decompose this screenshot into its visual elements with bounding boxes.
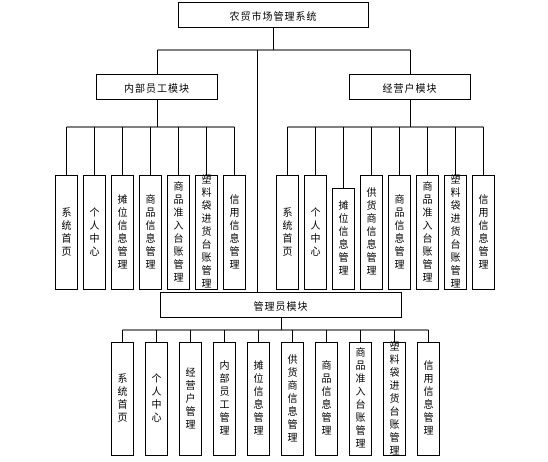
admin-item-6: 供货商信息管理 — [281, 342, 304, 456]
module-admin-node: 管理员模块 — [160, 292, 402, 318]
staff-item-4: 商品信息管理 — [139, 175, 162, 290]
merchant-item-3: 摊位信息管理 — [332, 188, 355, 290]
root-node: 农贸市场管理系统 — [178, 2, 369, 28]
staff-item-3: 摊位信息管理 — [111, 175, 134, 290]
staff-item-1: 系统首页 — [55, 175, 78, 290]
module-admin-label: 管理员模块 — [253, 301, 309, 313]
staff-item-6: 塑料袋进货台账管理 — [195, 175, 218, 290]
merchant-item-5: 商品信息管理 — [388, 175, 411, 290]
staff-item-5: 商品准入台账管理 — [167, 175, 190, 290]
merchant-item-7: 塑料袋进货台账管理 — [444, 175, 467, 290]
admin-item-8: 商品准入台账管理 — [349, 342, 372, 456]
module-staff-label: 内部员工模块 — [124, 83, 190, 95]
admin-item-9: 塑料袋进货台账管理 — [383, 342, 406, 457]
admin-item-3: 经营户管理 — [179, 342, 202, 456]
admin-item-1: 系统首页 — [111, 342, 134, 456]
merchant-item-2: 个人中心 — [304, 175, 327, 290]
merchant-item-1: 系统首页 — [276, 175, 299, 290]
merchant-item-6: 商品准入台账管理 — [416, 175, 439, 290]
admin-item-4: 内部员工管理 — [213, 342, 236, 456]
admin-item-5: 摊位信息管理 — [247, 342, 270, 456]
staff-item-7: 信用信息管理 — [223, 175, 246, 290]
module-staff-node: 内部员工模块 — [96, 74, 218, 100]
module-merchant-node: 经营户模块 — [349, 74, 471, 100]
admin-item-7: 商品信息管理 — [315, 342, 338, 456]
module-merchant-label: 经营户模块 — [382, 83, 438, 95]
merchant-item-8: 信用信息管理 — [472, 175, 495, 290]
merchant-item-4: 供货商信息管理 — [360, 175, 383, 290]
admin-item-10: 信用信息管理 — [417, 342, 440, 456]
staff-item-2: 个人中心 — [83, 175, 106, 290]
root-node-label: 农贸市场管理系统 — [229, 11, 318, 23]
admin-item-2: 个人中心 — [145, 342, 168, 456]
